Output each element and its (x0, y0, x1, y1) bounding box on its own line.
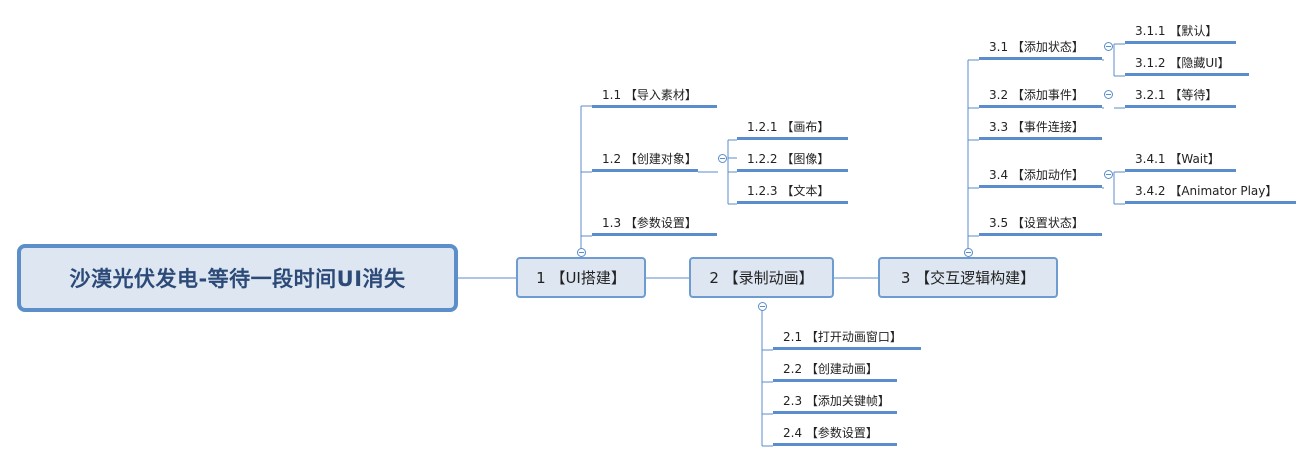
topic-1-2-3[interactable]: 1.2.3 【文本】 (737, 182, 848, 204)
topic-1-1[interactable]: 1.1 【导入素材】 (592, 86, 717, 108)
collapse-toggle-3-1[interactable] (1104, 42, 1113, 51)
topic-3-4[interactable]: 3.4 【添加动作】 (979, 166, 1102, 188)
topic-3-4-1[interactable]: 3.4.1 【Wait】 (1125, 150, 1236, 172)
topic-3-4-2[interactable]: 3.4.2 【Animator Play】 (1125, 182, 1296, 204)
topic-3-1-2[interactable]: 3.1.2 【隐藏UI】 (1125, 54, 1249, 76)
root-topic[interactable]: 沙漠光伏发电-等待一段时间UI消失 (17, 244, 458, 312)
topic-3-1-1[interactable]: 3.1.1 【默认】 (1125, 22, 1236, 44)
topic-3-3[interactable]: 3.3 【事件连接】 (979, 118, 1102, 140)
collapse-toggle-1-2[interactable] (718, 154, 727, 163)
topic-3-2[interactable]: 3.2 【添加事件】 (979, 86, 1102, 108)
collapse-toggle-3-4[interactable] (1104, 170, 1113, 179)
topic-3-5[interactable]: 3.5 【设置状态】 (979, 214, 1102, 236)
topic-2-4[interactable]: 2.4 【参数设置】 (773, 424, 897, 446)
branch-interaction-logic[interactable]: 3 【交互逻辑构建】 (878, 257, 1058, 298)
topic-1-3[interactable]: 1.3 【参数设置】 (592, 214, 717, 236)
topic-2-3[interactable]: 2.3 【添加关键帧】 (773, 392, 897, 414)
collapse-toggle-branch-1[interactable] (577, 248, 586, 257)
topic-3-1[interactable]: 3.1 【添加状态】 (979, 38, 1102, 60)
topic-1-2-1[interactable]: 1.2.1 【画布】 (737, 118, 848, 140)
branch-ui-build[interactable]: 1 【UI搭建】 (516, 257, 646, 298)
topic-3-2-1[interactable]: 3.2.1 【等待】 (1125, 86, 1236, 108)
collapse-toggle-branch-3[interactable] (964, 248, 973, 257)
topic-2-1[interactable]: 2.1 【打开动画窗口】 (773, 328, 921, 350)
topic-1-2[interactable]: 1.2 【创建对象】 (592, 150, 698, 172)
topic-1-2-2[interactable]: 1.2.2 【图像】 (737, 150, 848, 172)
collapse-toggle-branch-2[interactable] (758, 302, 767, 311)
branch-record-animation[interactable]: 2 【录制动画】 (689, 257, 834, 298)
collapse-toggle-3-2[interactable] (1104, 90, 1113, 99)
topic-2-2[interactable]: 2.2 【创建动画】 (773, 360, 897, 382)
